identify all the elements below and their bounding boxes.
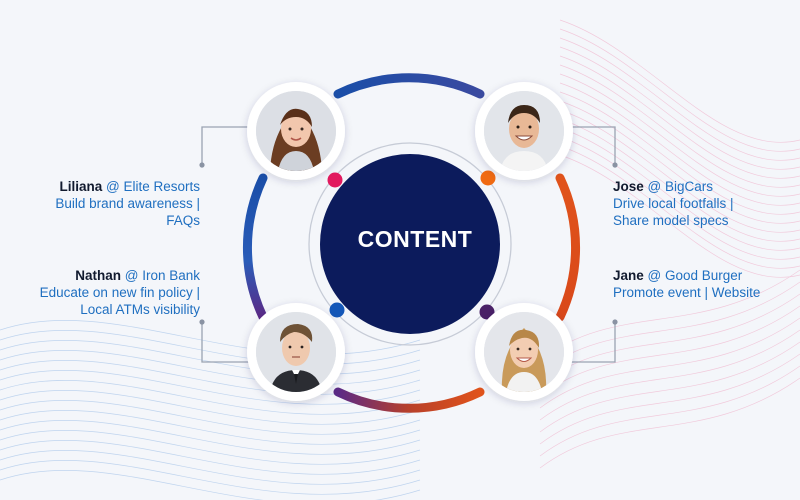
wave-line — [539, 341, 800, 433]
wave-line — [0, 449, 421, 485]
dot-orange — [480, 170, 496, 186]
wave-line — [559, 73, 800, 197]
person-name: Jane — [613, 268, 644, 283]
wave-line — [559, 55, 800, 179]
wave-line — [0, 379, 421, 415]
person-name: Liliana — [59, 179, 103, 194]
avatar-jane — [484, 312, 564, 392]
dot-purple — [479, 304, 495, 320]
connector-end-jane — [612, 319, 618, 325]
ring-arc-bottom — [333, 387, 485, 413]
wave-line — [0, 429, 421, 465]
wave-line — [539, 305, 800, 397]
man-suit-icon — [256, 312, 336, 392]
wave-line — [539, 377, 800, 469]
connector-jane — [570, 322, 616, 363]
connector-end-jose — [612, 162, 618, 168]
person-goal-line: Educate on new fin policy | — [39, 285, 200, 300]
woman-blonde-icon — [484, 312, 564, 392]
wave-line — [0, 349, 421, 385]
wave-line — [0, 319, 421, 355]
avatar-nathan — [256, 312, 336, 392]
wave-line — [559, 145, 800, 269]
connector-jose — [570, 126, 616, 165]
wave-line — [0, 459, 421, 495]
avatar-liliana — [256, 91, 336, 171]
wave-line — [559, 136, 800, 260]
wave-line — [559, 109, 800, 233]
wave-line — [0, 359, 421, 395]
wave-line — [0, 409, 421, 445]
dot-blue — [329, 302, 345, 318]
center-label: CONTENT — [357, 226, 473, 252]
connector-nathan — [201, 322, 250, 363]
outer-ring — [242, 73, 581, 413]
wave-line — [539, 353, 800, 445]
wave-line — [0, 339, 421, 375]
avatar-jose — [484, 91, 564, 171]
person-goal-line: Drive local footfalls | — [613, 196, 734, 211]
wave-line — [0, 399, 421, 435]
ring-arc-right — [555, 173, 581, 322]
person-company: @ BigCars — [647, 179, 714, 194]
person-name: Jose — [613, 179, 644, 194]
smiling-man-icon — [484, 91, 564, 171]
ring-arc-top — [333, 73, 485, 99]
woman-brown-hair-icon — [256, 91, 336, 171]
wave-line — [539, 365, 800, 457]
person-name: Nathan — [75, 268, 121, 283]
person-goal-line: FAQs — [166, 213, 200, 228]
connector-end-liliana — [199, 162, 205, 168]
person-label-nathan: Nathan @ Iron Bank Educate on new fin po… — [0, 267, 200, 318]
person-goal-line: Build brand awareness | — [55, 196, 200, 211]
wave-line — [0, 469, 421, 500]
wave-line — [559, 19, 800, 143]
wave-line — [559, 118, 800, 242]
wave-line — [539, 293, 800, 385]
wave-line — [0, 419, 421, 455]
connector-liliana — [201, 126, 250, 165]
person-label-jane: Jane @ Good Burger Promote event | Websi… — [613, 267, 800, 301]
wave-line — [559, 37, 800, 161]
ring-arc-left — [242, 173, 268, 322]
person-company: @ Good Burger — [647, 268, 743, 283]
wave-line — [559, 82, 800, 206]
wave-line — [559, 91, 800, 215]
person-label-liliana: Liliana @ Elite Resorts Build brand awar… — [0, 178, 200, 229]
connector-lines — [201, 126, 616, 363]
wave-line — [0, 389, 421, 425]
inner-thin-ring — [308, 142, 512, 346]
wave-line — [559, 100, 800, 224]
wave-line — [559, 28, 800, 152]
person-goal-line: Promote event | Website — [613, 285, 761, 300]
wave-line — [0, 439, 421, 475]
wave-line — [559, 127, 800, 251]
wave-line — [559, 154, 800, 278]
wave-line — [559, 46, 800, 170]
dot-pink — [327, 172, 343, 188]
wave-line — [0, 329, 421, 365]
person-label-jose: Jose @ BigCars Drive local footfalls | S… — [613, 178, 800, 229]
person-goal-line: Local ATMs visibility — [80, 302, 200, 317]
person-company: @ Iron Bank — [124, 268, 200, 283]
center-circle — [320, 154, 500, 334]
person-company: @ Elite Resorts — [106, 179, 200, 194]
wave-line — [539, 329, 800, 421]
wave-line — [539, 317, 800, 409]
connector-end-nathan — [199, 319, 205, 325]
person-goal-line: Share model specs — [613, 213, 729, 228]
wave-line — [559, 64, 800, 188]
